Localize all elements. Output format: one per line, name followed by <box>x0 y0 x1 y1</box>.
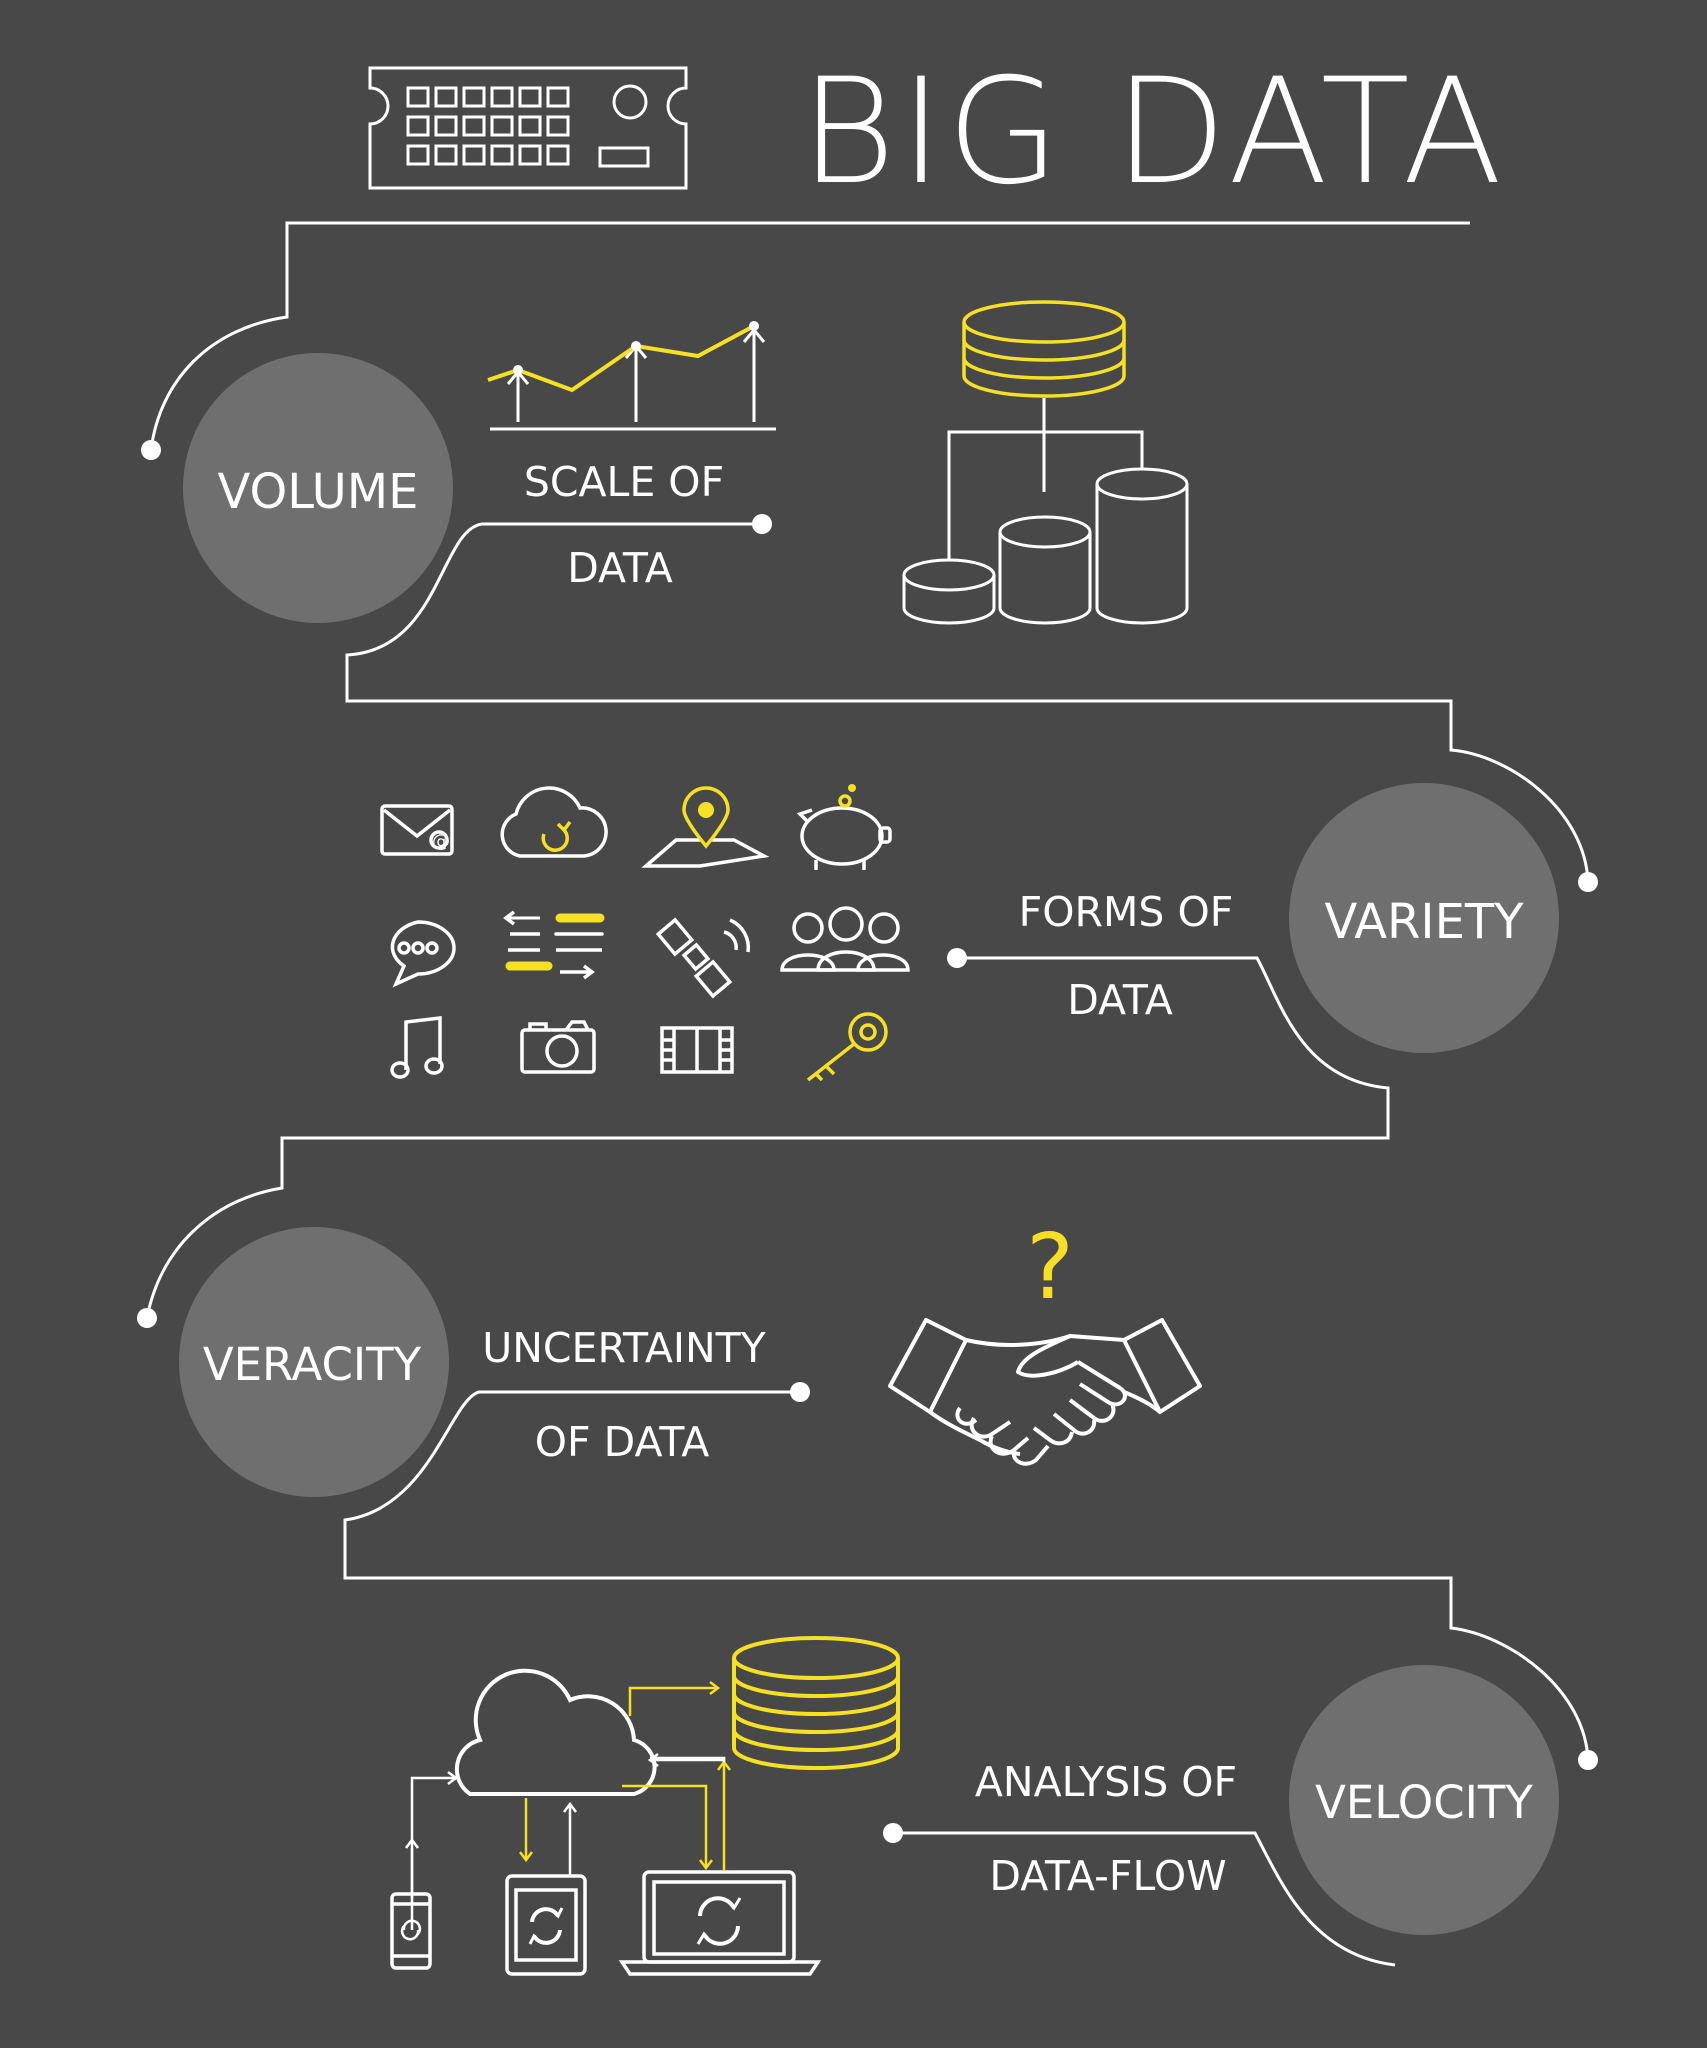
variety-caption-line1: FORMS OF <box>1019 888 1234 936</box>
key-icon <box>806 1012 888 1082</box>
chip-cell <box>462 115 486 137</box>
velocity-circle: VELOCITY <box>1289 1665 1559 1935</box>
chip-cell <box>546 144 570 166</box>
velocity-caption-line1: ANALYSIS OF <box>975 1758 1237 1806</box>
chip-cell <box>518 86 542 108</box>
chip-cell <box>406 115 430 137</box>
velocity-caption-line2: DATA-FLOW <box>989 1852 1226 1900</box>
chip-cell <box>406 86 430 108</box>
connector-lines <box>145 221 1590 1967</box>
veracity-caption-line2: OF DATA <box>535 1418 710 1466</box>
chip-cell <box>546 86 570 108</box>
laptop-sync-icon <box>618 1870 822 1976</box>
chip-cell <box>490 86 514 108</box>
chip-cell <box>434 86 458 108</box>
database-hierarchy-icon <box>902 300 1189 625</box>
volume-caption-line1: SCALE OF <box>524 458 724 506</box>
flow-arrows <box>405 1681 731 1930</box>
chip-cell <box>462 144 486 166</box>
satellite-icon <box>655 917 751 999</box>
volume-caption-line2: DATA <box>567 544 673 592</box>
film-strip-icon <box>660 1026 734 1074</box>
chip-cell <box>518 144 542 166</box>
email-icon: @ <box>380 804 454 856</box>
cloud-icon <box>454 1668 657 1796</box>
music-note-icon <box>390 1016 444 1079</box>
connector-endpoints <box>137 440 1598 1843</box>
camera-icon <box>520 1020 596 1074</box>
veracity-circle: VERACITY <box>179 1227 449 1497</box>
velocity-label: VELOCITY <box>1315 1776 1533 1829</box>
volume-label: VOLUME <box>218 464 419 520</box>
question-mark-icon: ? <box>1026 1215 1074 1320</box>
chip-cell <box>434 144 458 166</box>
veracity-caption-line1: UNCERTAINTY <box>482 1324 766 1372</box>
handshake-icon <box>888 1318 1202 1466</box>
variety-label: VARIETY <box>1324 894 1524 950</box>
memory-chip-icon <box>368 66 688 190</box>
chip-cell <box>546 115 570 137</box>
chat-bubble-icon <box>390 920 456 988</box>
map-pin-icon <box>641 786 770 868</box>
piggy-bank-icon <box>796 784 892 870</box>
svg-text:@: @ <box>432 831 450 852</box>
chip-cell <box>434 115 458 137</box>
chip-cell <box>490 144 514 166</box>
chip-cell <box>518 115 542 137</box>
chip-cell <box>490 115 514 137</box>
variety-circle: VARIETY <box>1289 783 1559 1053</box>
tablet-sync-icon <box>505 1874 587 1976</box>
chip-cell <box>462 86 486 108</box>
cloud-sync-icon <box>500 786 608 858</box>
phone-sync-icon <box>390 1892 432 1970</box>
people-group-icon <box>780 906 910 972</box>
variety-caption-line2: DATA <box>1067 976 1173 1024</box>
transfer-list-icon <box>503 910 605 980</box>
veracity-label: VERACITY <box>203 1338 422 1391</box>
database-stack-icon <box>732 1636 900 1770</box>
page-title: BIG DATA <box>800 47 1506 217</box>
line-chart-icon <box>487 321 776 431</box>
volume-circle: VOLUME <box>183 353 453 623</box>
chip-cell <box>406 144 430 166</box>
